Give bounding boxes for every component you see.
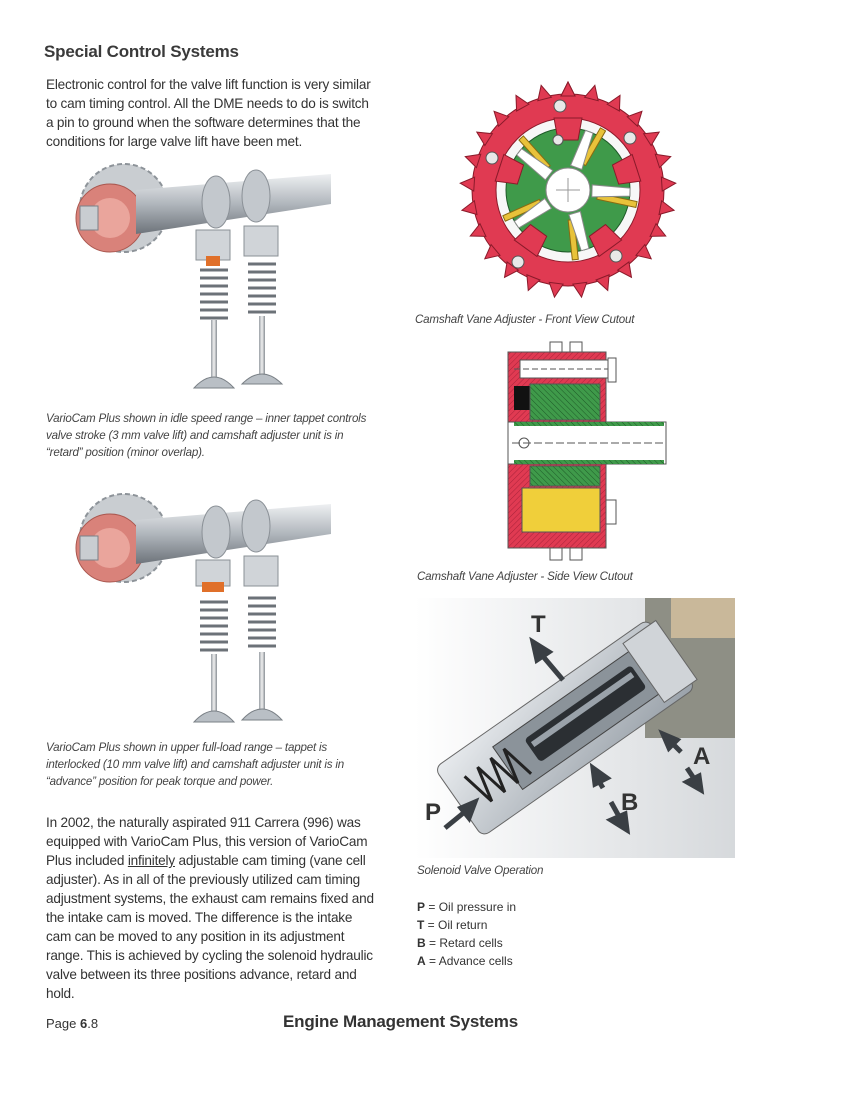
solenoid-label-a: A <box>693 743 710 770</box>
solenoid-label-t: T <box>531 611 546 638</box>
solenoid-label-b: B <box>621 789 638 816</box>
page-heading: Special Control Systems <box>44 42 239 61</box>
legend-item: B = Retard cells <box>417 936 503 950</box>
footer-title: Engine Management Systems <box>283 1012 518 1031</box>
front-view-caption: Camshaft Vane Adjuster - Front View Cuto… <box>415 313 635 326</box>
legend-item: P = Oil pressure in <box>417 900 517 914</box>
paragraph-text-before: In 2002, the naturally aspirated 911 Car… <box>46 815 368 868</box>
variocam-idle-caption: VarioCam Plus shown in idle speed range … <box>46 412 367 459</box>
paragraph-text-after: adjustable cam timing (vane cell adjuste… <box>46 853 374 1001</box>
vane-adjuster-side-figure <box>507 341 667 561</box>
body-paragraph: In 2002, the naturally aspirated 911 Car… <box>46 813 376 1003</box>
solenoid-label-p: P <box>425 799 441 826</box>
legend-item: A = Advance cells <box>417 954 513 968</box>
side-view-caption: Camshaft Vane Adjuster - Side View Cutou… <box>417 570 633 583</box>
variocam-fullload-figure <box>75 493 331 723</box>
vane-adjuster-front-figure <box>459 80 677 299</box>
page-number: Page 6.8 <box>46 1016 99 1031</box>
solenoid-valve-figure: T A B P <box>415 598 735 858</box>
intro-paragraph: Electronic control for the valve lift fu… <box>46 77 371 149</box>
legend-item: T = Oil return <box>417 918 488 932</box>
variocam-fullload-caption: VarioCam Plus shown in upper full-load r… <box>46 741 344 788</box>
solenoid-caption: Solenoid Valve Operation <box>417 864 544 877</box>
solenoid-legend: P = Oil pressure in T = Oil return B = R… <box>417 898 516 970</box>
variocam-idle-figure <box>75 163 331 389</box>
paragraph-underlined-word: infinitely <box>127 853 175 868</box>
